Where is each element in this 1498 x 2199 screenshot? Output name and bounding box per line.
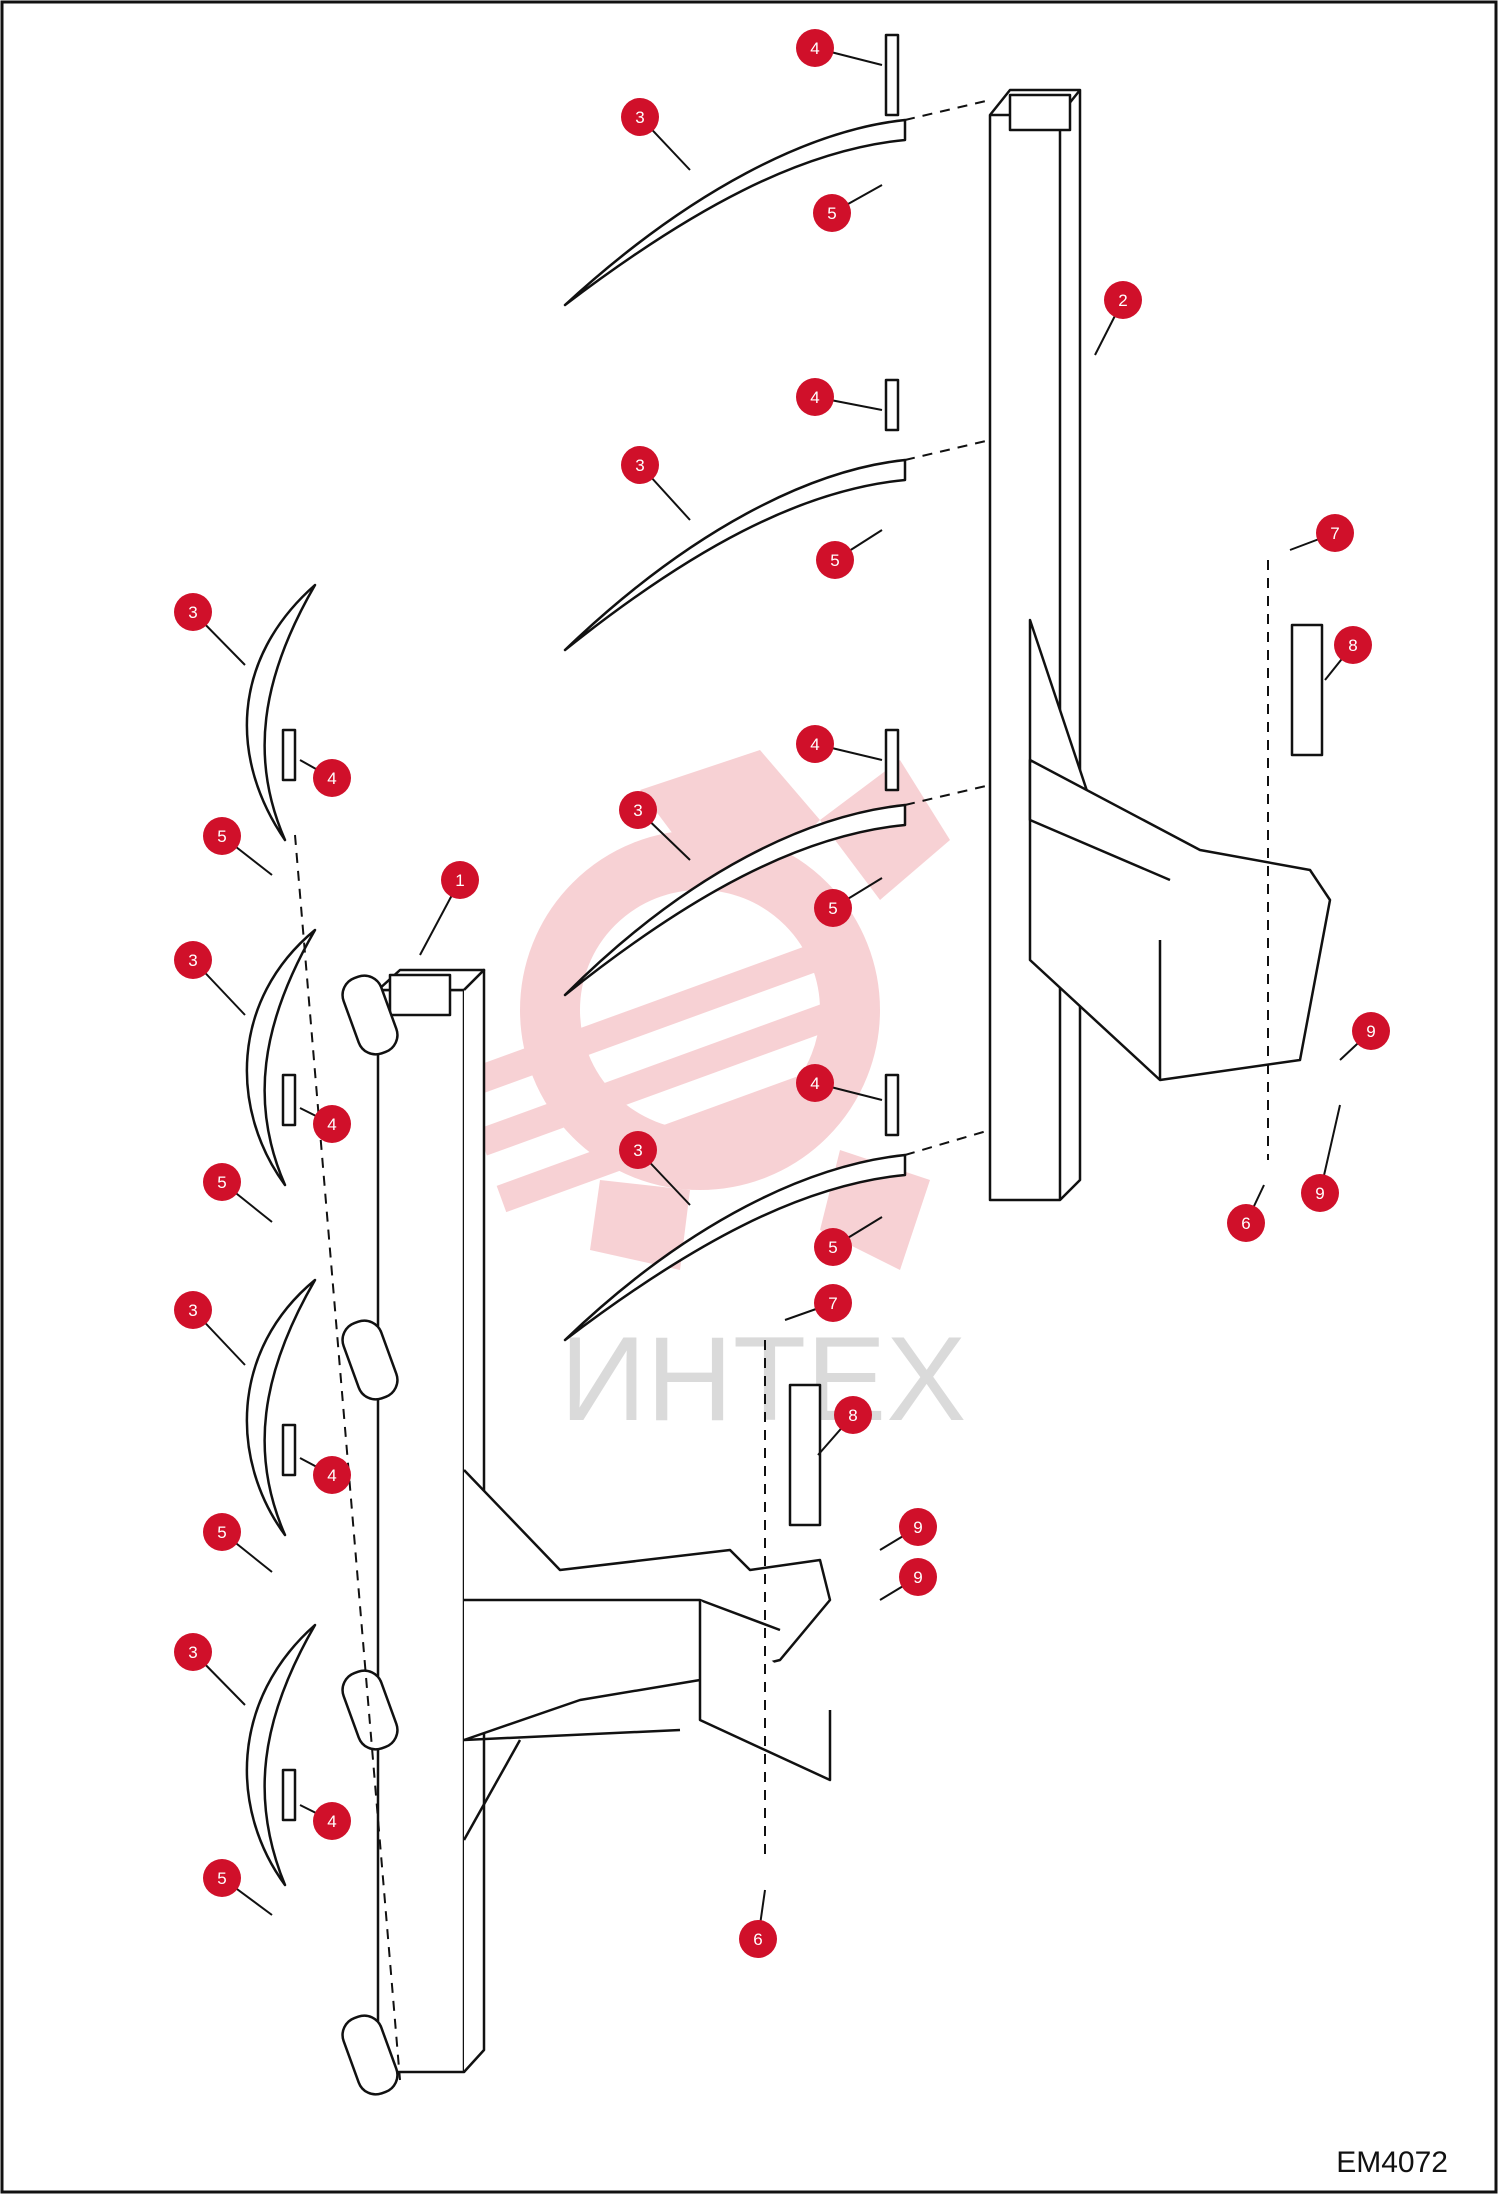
left-bolts [281, 728, 297, 1822]
callout-number: 3 [188, 951, 197, 970]
callout-badge-grease-fitting [1301, 1174, 1339, 1212]
left-frame-hinges [341, 974, 399, 2096]
callout-badge-pin [834, 1396, 872, 1434]
callout-badge-tine [621, 446, 659, 484]
callout-number: 5 [217, 1523, 226, 1542]
callout-number: 4 [327, 769, 336, 788]
callout-badge-frame-right [1104, 281, 1142, 319]
callout-number: 6 [1241, 1214, 1250, 1233]
callout-number: 4 [810, 388, 819, 407]
callout-number: 3 [633, 801, 642, 820]
callout-badge-nut-top [814, 1284, 852, 1322]
callout-number: 3 [635, 456, 644, 475]
callout-number: 5 [217, 1173, 226, 1192]
callout-number: 4 [810, 39, 819, 58]
callout-number: 5 [217, 1869, 226, 1888]
callout-badge-bolt [796, 29, 834, 67]
callout-badge-bolt [313, 1802, 351, 1840]
callout-badge-bolt [313, 759, 351, 797]
callout-badge-grease-fitting [1352, 1012, 1390, 1050]
callout-badge-tine [174, 593, 212, 631]
callout-number: 5 [827, 204, 836, 223]
callout-number: 6 [753, 1930, 762, 1949]
callout-number: 4 [810, 1074, 819, 1093]
callout-number: 5 [217, 827, 226, 846]
callout-number: 5 [828, 1238, 837, 1257]
callout-badge-bolt [313, 1456, 351, 1494]
callout-layer: 1 2 3 3 3 3 3 3 3 3 4 4 4 4 4 4 4 4 5 5 5 5 5 5 5 5 6 6 7 7 8 8 9 9 9 9 [174, 29, 1390, 1958]
watermark-logo: ИНТЕХ [457, 750, 966, 1446]
callout-badge-nut [813, 194, 851, 232]
callout-badge-nut [203, 1513, 241, 1551]
pin-right [1290, 623, 1324, 757]
callout-badge-bolt [796, 1064, 834, 1102]
watermark-text: ИНТЕХ [560, 1312, 966, 1446]
callout-number: 8 [848, 1406, 857, 1425]
left-tines [245, 583, 317, 1887]
callout-number: 9 [1366, 1022, 1375, 1041]
callout-badge-grease-fitting [899, 1558, 937, 1596]
callout-number: 3 [188, 603, 197, 622]
left-frame [376, 968, 832, 2074]
callout-number: 9 [1315, 1184, 1324, 1203]
callout-number: 8 [1348, 636, 1357, 655]
callout-badge-tine [619, 1131, 657, 1169]
callout-number: 9 [913, 1518, 922, 1537]
callout-number: 9 [913, 1568, 922, 1587]
callout-badge-bolt-bottom [739, 1920, 777, 1958]
callout-badge-nut [203, 1163, 241, 1201]
callout-badge-bolt [796, 378, 834, 416]
callout-number: 7 [1330, 524, 1339, 543]
callout-number: 2 [1118, 291, 1127, 310]
assembly-lines [294, 99, 1269, 2081]
callout-number: 3 [188, 1301, 197, 1320]
callout-badge-bolt [313, 1105, 351, 1143]
callout-badge-nut [203, 817, 241, 855]
callout-badge-nut [816, 541, 854, 579]
callout-number: 5 [830, 551, 839, 570]
callout-badge-grease-fitting [899, 1508, 937, 1546]
callout-number: 1 [455, 871, 464, 890]
callout-badge-tine [619, 791, 657, 829]
right-frame [988, 88, 1332, 1202]
pin-left [788, 1383, 822, 1527]
callout-badge-nut-top [1316, 514, 1354, 552]
callout-badge-bolt [796, 725, 834, 763]
callout-badge-bolt-bottom [1227, 1204, 1265, 1242]
callout-badge-nut [814, 1228, 852, 1266]
callout-number: 3 [635, 108, 644, 127]
callout-badge-nut [814, 889, 852, 927]
callout-badge-tine [174, 1633, 212, 1671]
callout-number: 4 [327, 1466, 336, 1485]
callout-number: 5 [828, 899, 837, 918]
callout-badge-tine [174, 1291, 212, 1329]
right-bolts [884, 33, 900, 1137]
callout-badge-nut [203, 1859, 241, 1897]
callout-badge-tine [174, 941, 212, 979]
callout-number: 3 [188, 1643, 197, 1662]
drawing-code: EM4072 [1336, 2146, 1448, 2179]
callout-number: 7 [828, 1294, 837, 1313]
callout-number: 3 [633, 1141, 642, 1160]
callout-badge-frame-left [441, 861, 479, 899]
callout-badge-tine [621, 98, 659, 136]
callout-number: 4 [327, 1115, 336, 1134]
callout-number: 4 [810, 735, 819, 754]
callout-badge-pin [1334, 626, 1372, 664]
callout-number: 4 [327, 1812, 336, 1831]
